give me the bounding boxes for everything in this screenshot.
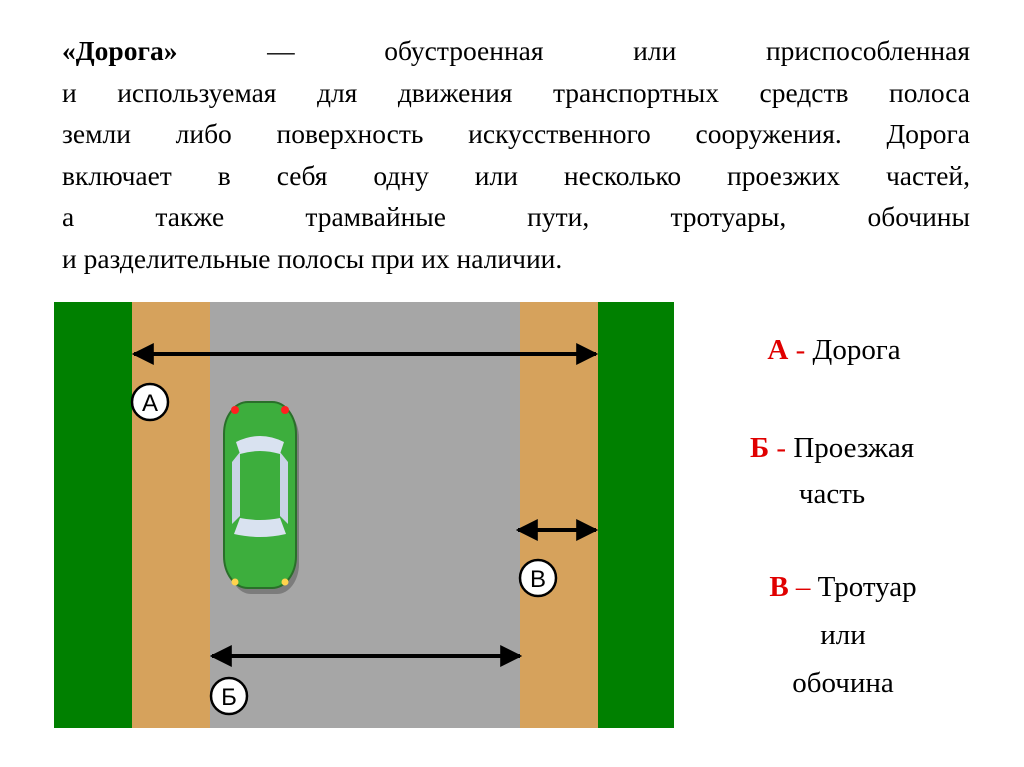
legend-a: А - Дорога [724,330,944,370]
definition-paragraph: «Дорога» — обустроенная или приспособлен… [62,30,970,279]
legend-a-letter: А [767,334,789,366]
car [223,401,299,594]
left-verge [54,302,132,728]
marker-c-label: Б [221,684,237,711]
legend-a-dash: - [795,334,806,366]
legend-c-line2: или [820,619,866,651]
marker-a-label: А [142,390,158,417]
road-diagram: А В Б [54,302,674,728]
marker-a: А [130,382,170,422]
right-verge [598,302,674,728]
legend-a-text: Дорога [812,334,901,366]
legend-c-line1: В – Тротуар [736,567,950,607]
definition-word: — [267,35,295,66]
legend-b-text: Проезжая [793,432,915,464]
definition-line-2: и используемая для движения транспортных… [62,76,970,108]
legend-b-line2: часть [798,478,866,510]
legend-b-letter: Б [749,432,770,464]
definition-line-6: и разделительные полосы при их наличии. [62,242,563,274]
marker-c: Б [209,676,249,716]
legend-b-line1: Б - Проезжая [722,428,942,468]
left-sidewalk [132,302,210,728]
legend-c-dash: – [795,571,811,603]
definition-word: приспособленная [765,35,970,66]
legend-c: В – Тротуар или обочина [736,567,950,703]
legend-b-dash: - [776,432,787,464]
definition-line-1: «Дорога» — обустроенная или приспособлен… [62,30,970,72]
definition-line-4: включает в себя одну или несколько проез… [62,159,970,191]
definition-line-3: земли либо поверхность искусственного со… [62,118,970,149]
definition-line-5: а также трамвайные пути, тротуары, обочи… [62,201,970,232]
definition-word: или [633,35,677,66]
legend-c-text: Тротуар [817,571,917,603]
definition-word: обустроенная [384,35,544,66]
legend-c-letter: В [769,571,789,603]
right-sidewalk [520,302,598,728]
marker-b: В [518,558,558,598]
definition-term: «Дорога» [62,35,178,66]
legend-b: Б - Проезжая часть [722,428,942,514]
marker-b-label: В [530,566,546,593]
legend-c-line3: обочина [792,667,894,699]
